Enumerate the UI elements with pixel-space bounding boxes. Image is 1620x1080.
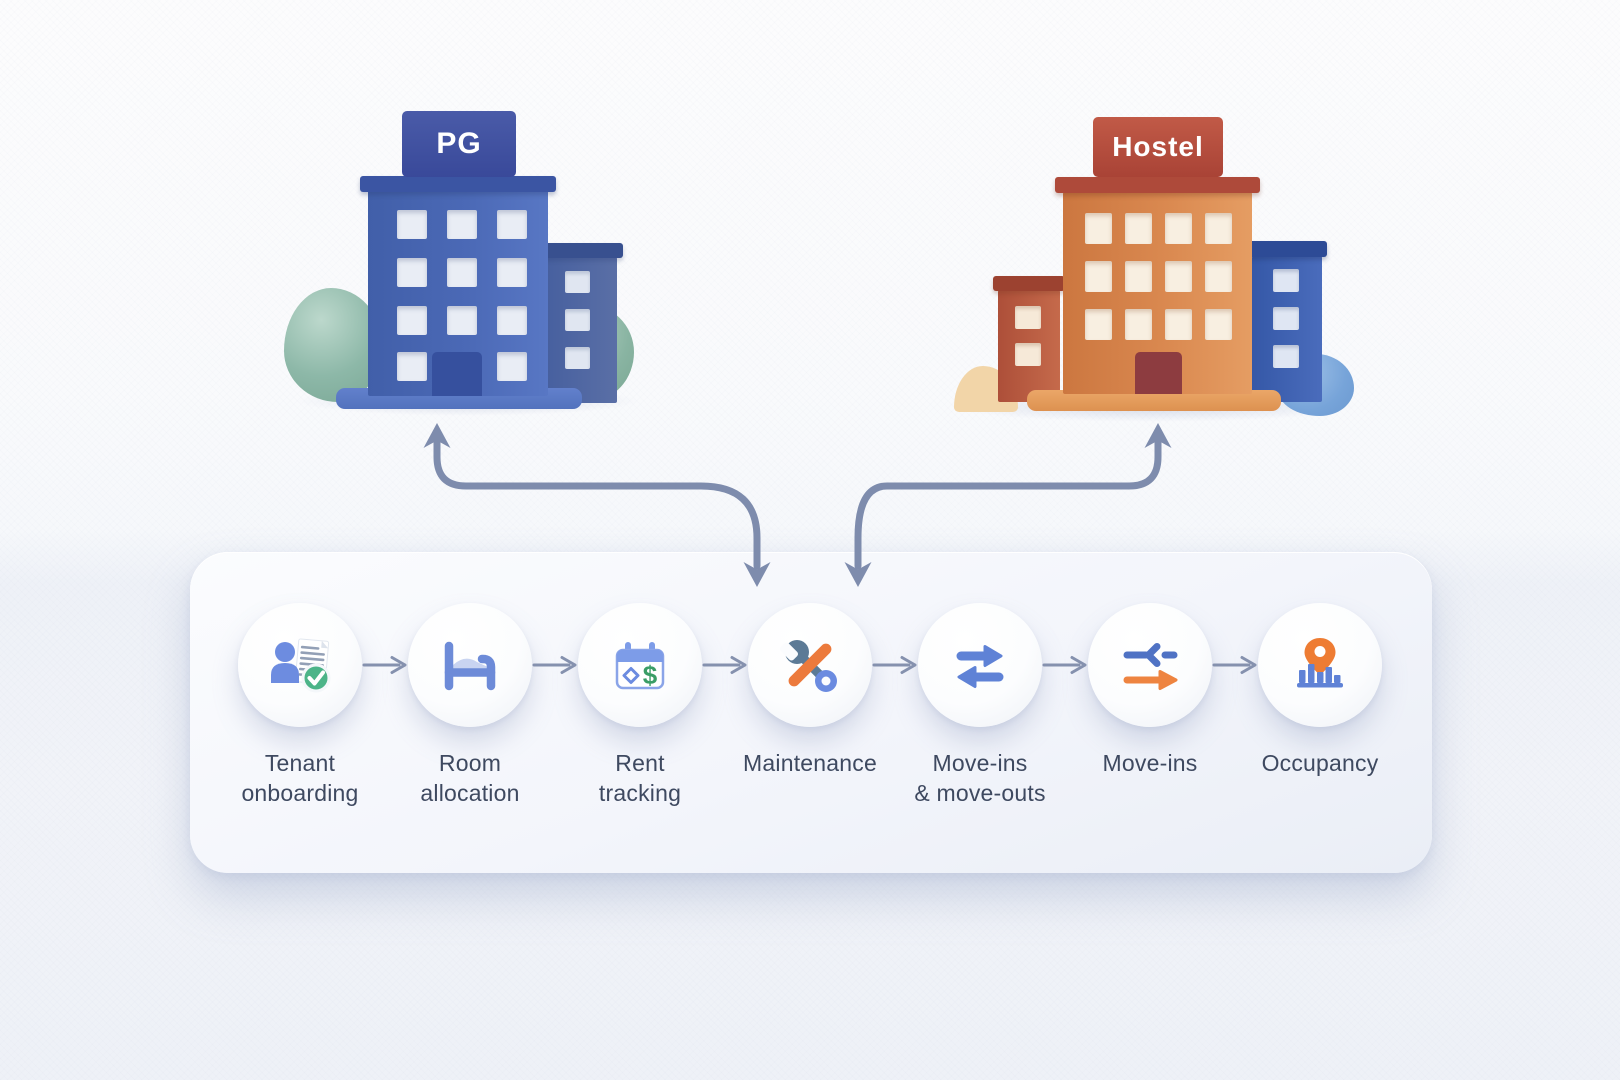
- step-circle: [408, 603, 532, 727]
- hostel-annex-windows: [1273, 269, 1299, 368]
- window: [397, 306, 427, 335]
- window: [497, 258, 527, 287]
- window: [565, 309, 590, 331]
- hostel-annex-right: [1247, 241, 1327, 402]
- arrow-up-icon: [423, 423, 451, 448]
- pg-sign: PG: [402, 111, 516, 177]
- step-circle: [1258, 603, 1382, 727]
- hostel-base-platform: [1027, 390, 1281, 411]
- step-circle: [748, 603, 872, 727]
- hostel-door: [1135, 352, 1182, 394]
- bush-icon: [284, 288, 382, 402]
- workflow-panel: Tenant onboarding Room allocation: [190, 552, 1432, 873]
- window: [1205, 261, 1232, 292]
- pg-annex-windows: [565, 271, 590, 369]
- transfer-arrows-icon: [956, 645, 1004, 688]
- hostel-building-illustration: Hostel: [940, 100, 1360, 418]
- pg-main-facade: [368, 190, 548, 396]
- window: [1273, 345, 1299, 368]
- hostel-annex-roof: [993, 276, 1065, 291]
- window: [1165, 213, 1192, 244]
- step-circle: $: [578, 603, 702, 727]
- hostel-roof-slab: [1055, 177, 1260, 193]
- hostel-sign-label: Hostel: [1112, 131, 1204, 162]
- step-circle: [238, 603, 362, 727]
- window: [497, 306, 527, 335]
- step-label: Move-ins: [1102, 750, 1198, 776]
- window: [447, 210, 477, 239]
- hostel-main-facade: [1063, 192, 1252, 394]
- window: [1015, 343, 1041, 366]
- workflow-step-maintenance: Maintenance: [725, 552, 895, 778]
- window: [1205, 213, 1232, 244]
- step-label: Maintenance: [743, 750, 877, 776]
- svg-text:$: $: [643, 660, 658, 690]
- window: [397, 258, 427, 287]
- window: [1273, 307, 1299, 330]
- hostel-annex-left: [993, 276, 1065, 402]
- window: [1205, 309, 1232, 340]
- window: [1125, 261, 1152, 292]
- window: [565, 271, 590, 293]
- person-document-check-icon: [271, 638, 331, 693]
- window: [447, 258, 477, 287]
- window: [1085, 309, 1112, 340]
- pg-door: [432, 352, 482, 396]
- wrench-tools-icon: [779, 640, 837, 692]
- window: [447, 306, 477, 335]
- window: [1085, 261, 1112, 292]
- window: [1125, 213, 1152, 244]
- pg-sign-label: PG: [436, 127, 482, 160]
- window: [497, 210, 527, 239]
- window: [1165, 309, 1192, 340]
- step-label: Tenant onboarding: [241, 750, 359, 807]
- window: [1085, 213, 1112, 244]
- location-pin-chart-icon: [1297, 638, 1343, 688]
- workflow-step-room-allocation: Room allocation: [385, 552, 555, 809]
- step-label: Move-ins & move-outs: [914, 750, 1046, 807]
- hostel-annex-roof: [1247, 241, 1327, 257]
- flow-connector-to-hostel: [854, 437, 1162, 570]
- pg-building-illustration: PG: [280, 105, 640, 417]
- workflow-step-move-ins-outs: Move-ins & move-outs: [895, 552, 1065, 809]
- step-circle: [1088, 603, 1212, 727]
- window: [497, 352, 527, 381]
- window: [1165, 261, 1192, 292]
- hostel-window-grid: [1085, 213, 1232, 340]
- sliders-arrow-icon: [1123, 643, 1178, 690]
- pg-annex-roof: [541, 243, 623, 258]
- workflow-step-rent-tracking: $ Rent tracking: [555, 552, 725, 809]
- arrow-up-icon: [1144, 423, 1172, 448]
- window: [565, 347, 590, 369]
- flow-connector-to-pg: [433, 437, 761, 570]
- bed-icon: [444, 641, 496, 691]
- pg-annex-building: [541, 243, 623, 403]
- window: [1273, 269, 1299, 292]
- workflow-step-occupancy: Occupancy: [1235, 552, 1405, 778]
- calendar-dollar-icon: $: [615, 642, 665, 690]
- step-label: Rent tracking: [598, 750, 682, 807]
- hostel-sign: Hostel: [1093, 117, 1223, 177]
- step-circle: [918, 603, 1042, 727]
- window: [397, 210, 427, 239]
- workflow-step-tenant-onboarding: Tenant onboarding: [215, 552, 385, 809]
- workflow-step-move-ins: Move-ins: [1065, 552, 1235, 778]
- pg-roof-slab: [360, 176, 556, 192]
- step-label: Room allocation: [420, 750, 520, 807]
- hostel-annex-windows: [1015, 306, 1041, 366]
- pg-window-grid: [397, 210, 527, 335]
- window: [1125, 309, 1152, 340]
- window: [397, 352, 427, 381]
- window: [1015, 306, 1041, 329]
- step-label: Occupancy: [1261, 750, 1379, 776]
